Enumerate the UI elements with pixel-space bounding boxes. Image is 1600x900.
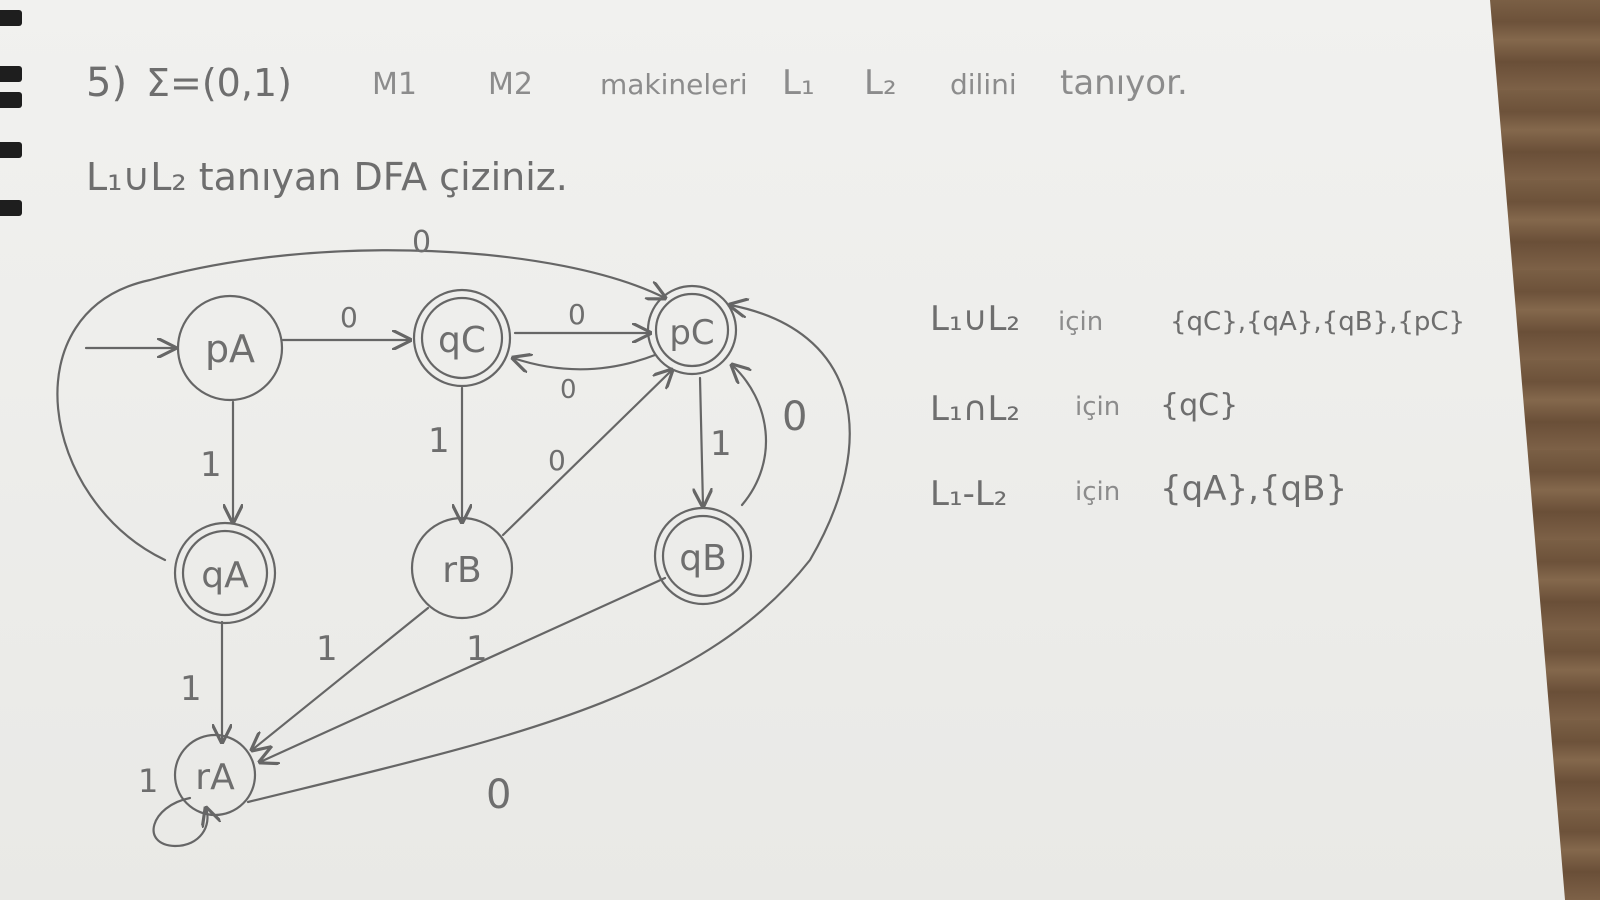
answer-difference-word: için — [1075, 477, 1120, 507]
label-edge-pA-qA: 1 — [200, 445, 222, 485]
edge-rA-pC — [246, 305, 851, 804]
state-pA: pA — [176, 294, 284, 402]
answer-block: L₁∪L₂ için {qC},{qA},{qB},{pC} L₁∩L₂ içi… — [930, 299, 1465, 514]
word-taniyor: tanıyor. — [1060, 63, 1188, 103]
label-edge-pC-qC: 0 — [560, 375, 577, 405]
notebook-binding-mark — [0, 142, 22, 158]
edge-rB-pC — [501, 370, 672, 537]
state-qA-label: qA — [201, 555, 249, 596]
transition-labels: 0 0 0 0 1 1 0 1 0 1 1 1 0 1 — [138, 225, 807, 818]
state-rB-label: rB — [442, 550, 482, 591]
answer-difference-op: L₁-L₂ — [930, 474, 1007, 514]
language-l1: L₁ — [782, 63, 815, 103]
alphabet-definition: Σ=(0,1) — [146, 61, 292, 105]
answer-union: L₁∪L₂ için {qC},{qA},{qB},{pC} — [930, 299, 1465, 339]
answer-intersection-word: için — [1075, 392, 1120, 422]
question-number: 5) — [86, 60, 127, 106]
label-edge-qB-pC: 0 — [782, 394, 807, 440]
notebook-binding-mark — [0, 10, 22, 26]
answer-union-word: için — [1058, 307, 1103, 337]
answer-union-sets: {qC},{qA},{qB},{pC} — [1170, 307, 1465, 337]
state-qA: qA — [173, 521, 277, 625]
answer-difference-sets: {qA},{qB} — [1160, 469, 1347, 509]
dfa-states: pA qC pC qA rB qB rA — [173, 284, 753, 817]
label-edge-rA-self-loop: 1 — [138, 762, 158, 800]
answer-union-op: L₁∪L₂ — [930, 299, 1020, 339]
state-qB: qB — [653, 506, 753, 606]
state-qB-label: qB — [679, 538, 727, 579]
answer-intersection: L₁∩L₂ için {qC} — [930, 388, 1238, 429]
label-edge-rB-pC: 0 — [548, 444, 566, 477]
state-qC: qC — [412, 288, 512, 388]
label-edge-qA-rA: 1 — [180, 669, 202, 709]
state-rA: rA — [173, 733, 257, 817]
state-rA-label: rA — [195, 757, 235, 798]
label-edge-rB-rA: 1 — [316, 629, 338, 669]
language-l2: L₂ — [864, 63, 897, 103]
machine-m1: M1 — [372, 67, 417, 102]
notebook-binding-mark — [0, 66, 22, 82]
answer-difference: L₁-L₂ için {qA},{qB} — [930, 469, 1347, 514]
edge-rA-self-loop — [152, 796, 208, 848]
label-edge-rA-pC: 0 — [486, 772, 511, 818]
notebook-binding-mark — [0, 200, 22, 216]
edge-qB-pC — [732, 365, 768, 507]
word-dilini: dilini — [950, 68, 1017, 101]
edge-pC-qB — [700, 376, 703, 506]
state-qC-label: qC — [438, 320, 486, 361]
state-rB: rB — [410, 516, 514, 620]
machine-m2: M2 — [488, 67, 533, 102]
notebook-binding-mark — [0, 92, 22, 108]
label-edge-qA-pC: 0 — [412, 225, 431, 260]
edge-rB-rA — [252, 606, 430, 750]
label-edge-pA-qC: 0 — [340, 301, 358, 334]
label-edge-qB-rA: 1 — [466, 629, 488, 669]
edge-pC-qC — [513, 355, 657, 369]
word-makineleri: makineleri — [600, 68, 748, 101]
question-line-two: L₁∪L₂ tanıyan DFA çiziniz. — [86, 155, 568, 199]
label-edge-qC-pC: 0 — [568, 298, 586, 331]
question-header: 5) Σ=(0,1) M1 M2 makineleri L₁ L₂ dilini… — [86, 60, 1188, 199]
answer-intersection-op: L₁∩L₂ — [930, 389, 1020, 429]
edge-qB-rA — [260, 576, 667, 762]
dfa-transitions — [56, 249, 851, 848]
label-edge-qC-rB: 1 — [428, 421, 450, 461]
state-pC: pC — [646, 284, 738, 376]
answer-intersection-sets: {qC} — [1160, 388, 1238, 423]
label-edge-pC-qB: 1 — [710, 424, 732, 464]
edge-qA-pC — [56, 249, 665, 562]
state-pC-label: pC — [669, 313, 714, 353]
state-pA-label: pA — [205, 327, 255, 371]
